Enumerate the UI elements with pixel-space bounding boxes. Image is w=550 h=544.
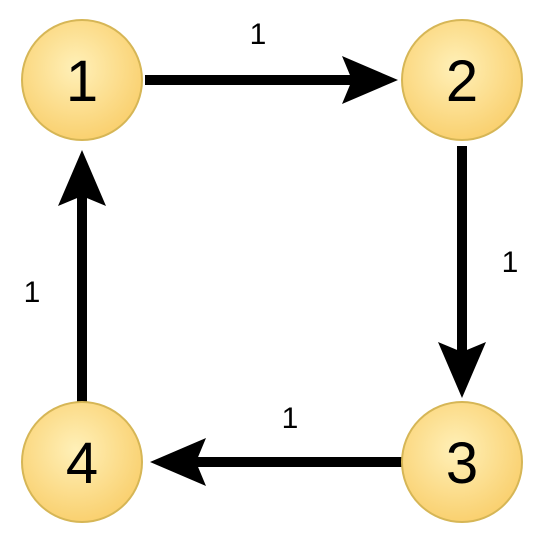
- arrowhead-icon: [342, 56, 398, 104]
- edge-3-to-4: 1: [150, 402, 402, 486]
- node-label: 1: [66, 49, 98, 114]
- edge-label-1-2: 1: [250, 18, 267, 51]
- arrowhead-icon: [438, 342, 486, 398]
- edge-1-to-2: 1: [145, 18, 398, 104]
- arrowhead-icon: [58, 150, 106, 206]
- edge-label-3-4: 1: [282, 402, 299, 435]
- node-circle: [21, 401, 143, 523]
- edge-2-to-3: 1: [438, 146, 518, 398]
- node-1: 1: [21, 19, 143, 141]
- edge-label-2-3: 1: [502, 246, 519, 279]
- node-label: 4: [66, 431, 98, 496]
- node-4: 4: [21, 401, 143, 523]
- node-circle: [21, 19, 143, 141]
- edge-label-4-1: 1: [24, 276, 41, 309]
- node-label: 2: [446, 49, 478, 114]
- node-3: 3: [401, 401, 523, 523]
- node-circle: [401, 401, 523, 523]
- edge-4-to-1: 1: [24, 150, 106, 402]
- node-2: 2: [401, 19, 523, 141]
- arrowhead-icon: [150, 438, 206, 486]
- node-circle: [401, 19, 523, 141]
- node-label: 3: [446, 431, 478, 496]
